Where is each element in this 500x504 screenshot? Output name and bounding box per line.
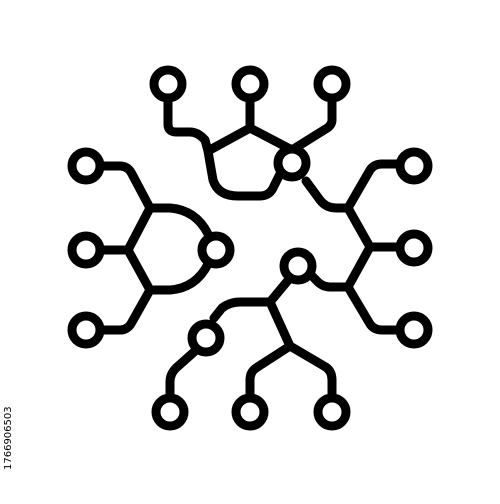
node-bottom-left — [151, 393, 189, 431]
connector-lines — [95, 93, 405, 403]
top-right-connector — [287, 93, 337, 155]
node-top-center — [231, 65, 269, 103]
center-to-bottom-link — [265, 273, 295, 307]
node-left-center — [67, 231, 105, 269]
node-top-ring — [273, 144, 311, 182]
bottom-left-branch — [165, 347, 199, 403]
right-upper-branch — [343, 159, 405, 213]
bottom-junction-left — [209, 297, 275, 323]
node-left-ring — [197, 231, 235, 269]
node-bottom-right — [313, 393, 351, 431]
left-ring-to-node-lower — [145, 259, 213, 295]
node-left-lower — [67, 311, 105, 349]
bottom-junction-down — [265, 297, 295, 351]
left-lower-branch — [95, 285, 155, 335]
node-right-lower — [395, 311, 433, 349]
top-left-connector — [163, 93, 213, 156]
left-ring-upper — [123, 203, 155, 295]
stock-image-id: 1766906503 — [3, 406, 14, 470]
right-to-center-link — [303, 267, 353, 292]
right-lower-branch — [343, 282, 405, 335]
atom-nodes — [67, 65, 433, 431]
node-center — [279, 247, 317, 285]
node-top-left — [149, 65, 187, 103]
bottom-right-branch — [285, 341, 337, 403]
node-right-center — [395, 229, 433, 267]
bottom-middle-branch — [245, 341, 295, 403]
top-to-right-link — [301, 176, 353, 213]
node-bottom-center — [231, 393, 269, 431]
right-center-branch — [343, 203, 405, 252]
right-lower-trunk — [343, 242, 375, 292]
node-top-right — [313, 65, 351, 103]
left-ring-to-node-upper — [145, 203, 213, 239]
node-left-upper — [67, 147, 105, 185]
node-right-upper — [395, 147, 433, 185]
left-upper-branch — [95, 161, 155, 213]
node-bottom-junction — [187, 319, 225, 357]
top-pentagon-ring — [203, 123, 297, 201]
